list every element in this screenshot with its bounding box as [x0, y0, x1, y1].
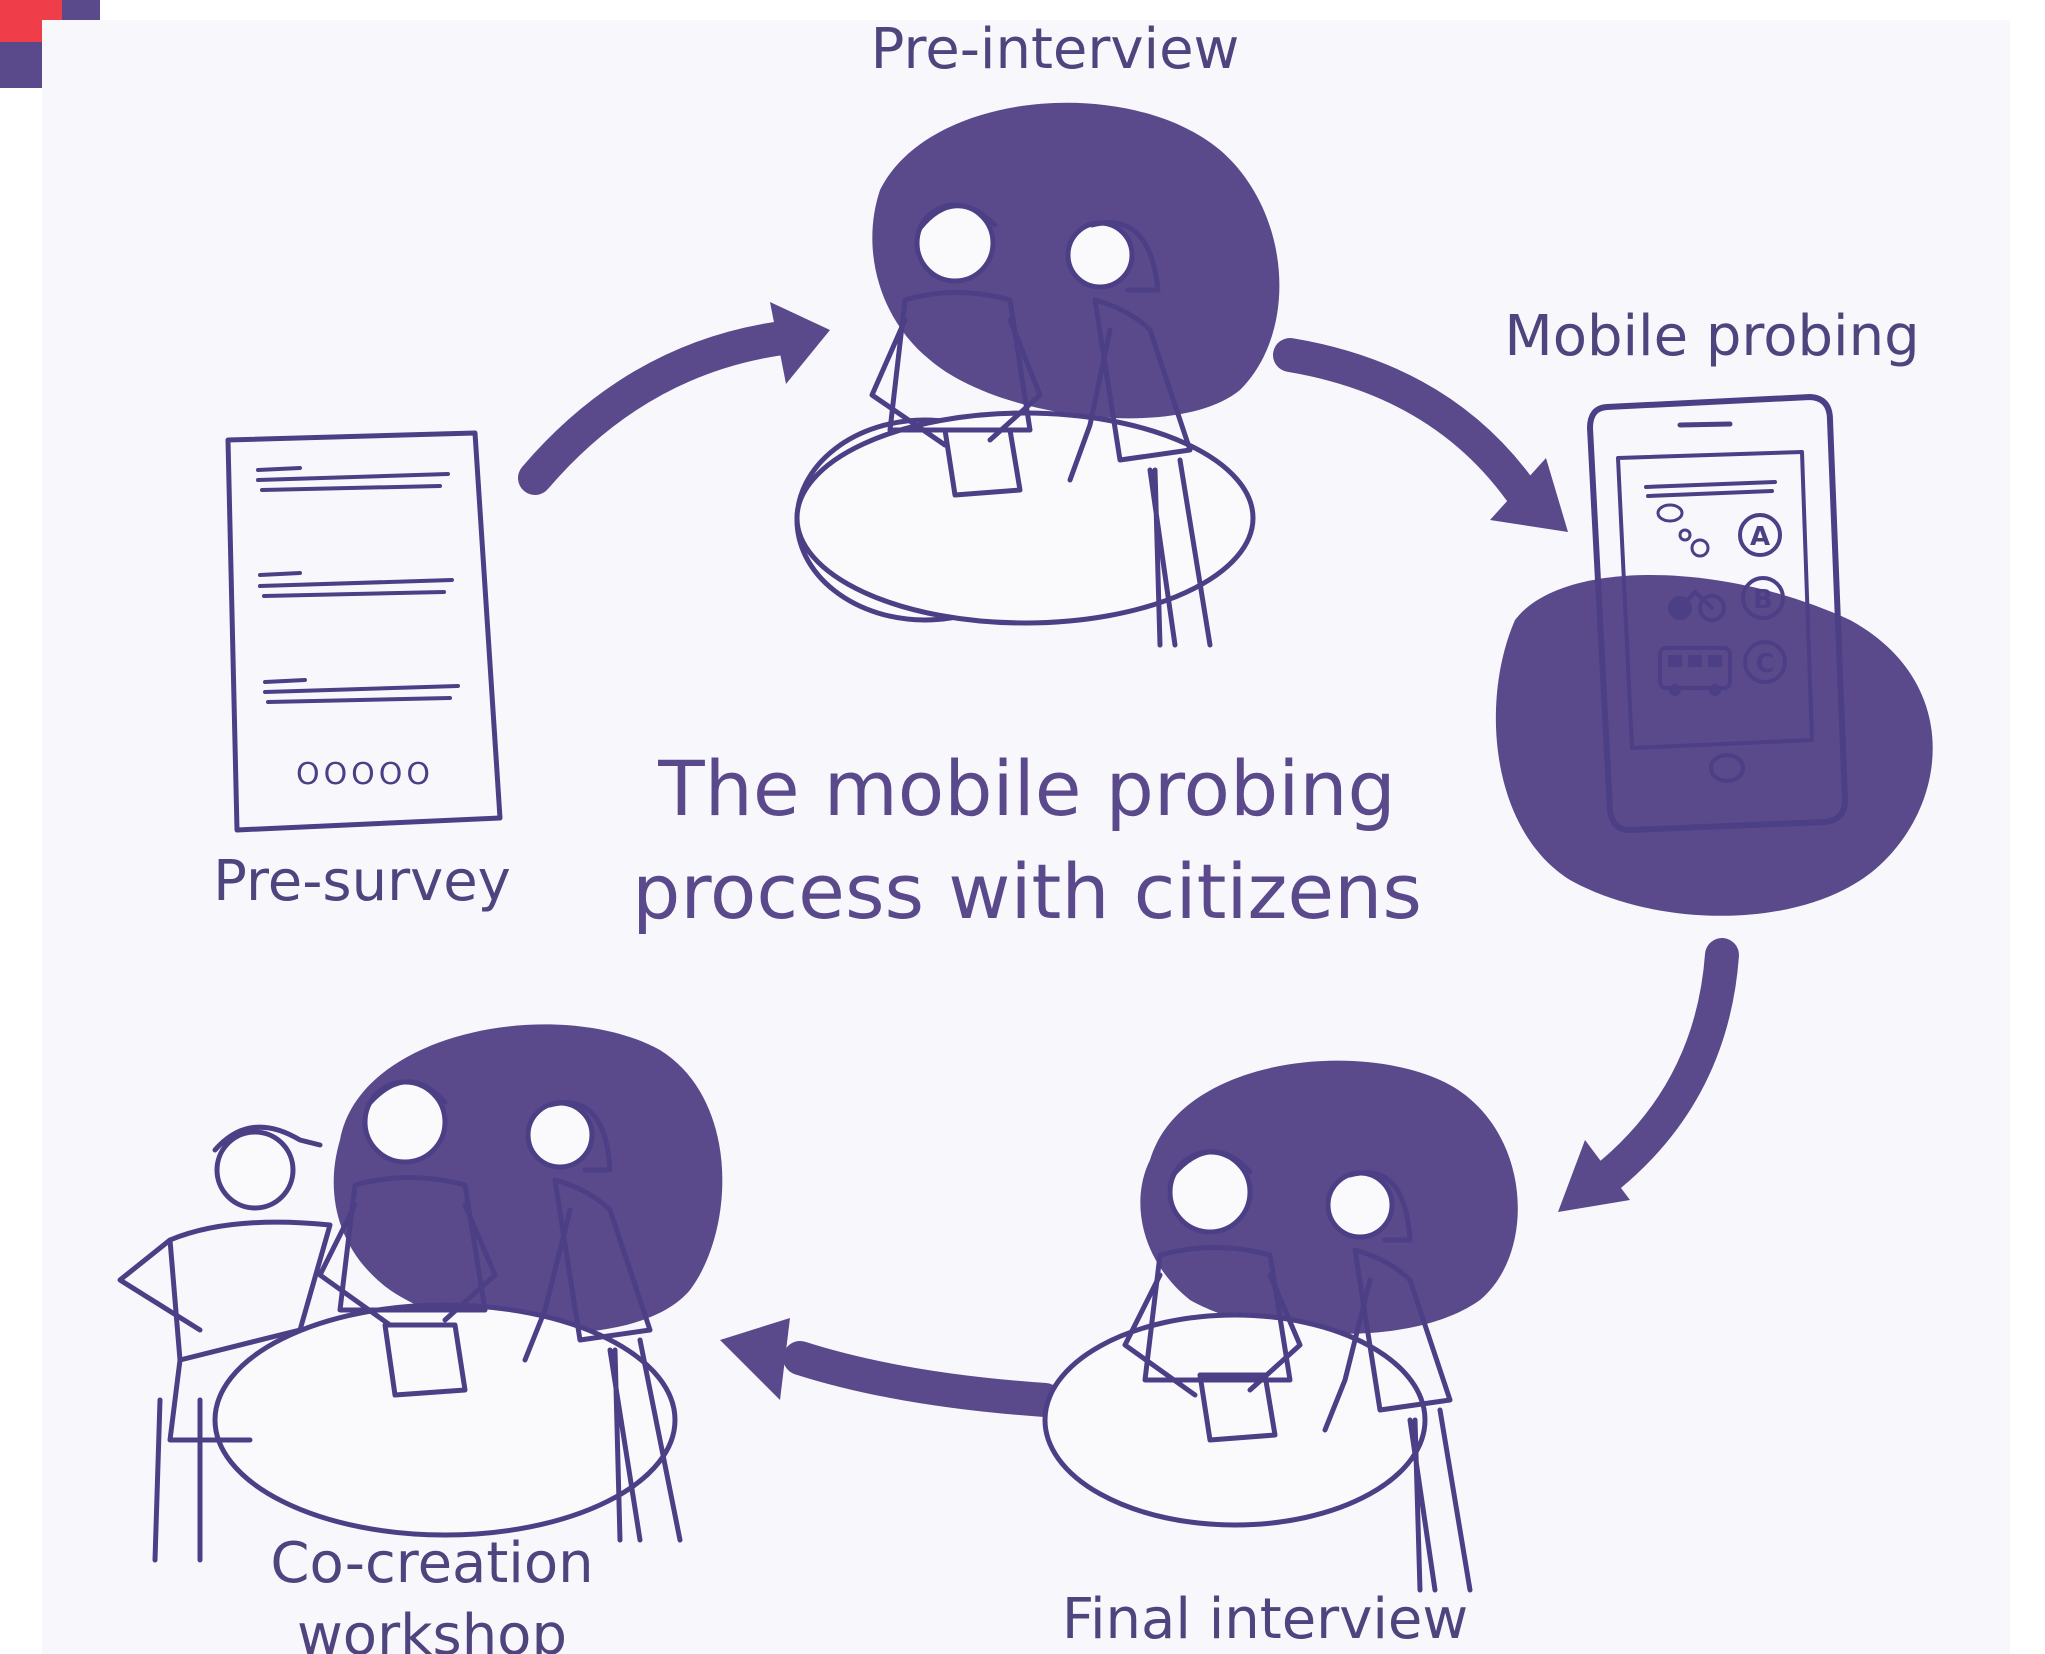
- mobile-probing-illustration: A B C: [1495, 394, 1933, 916]
- label-final-interview: Final interview: [1062, 1587, 1468, 1652]
- arrow-icon: [518, 302, 830, 495]
- option-b: B: [1741, 576, 1785, 620]
- diagram-title-line-1: The mobile probing: [657, 744, 1396, 833]
- label-co-creation-line-1: Co-creation: [270, 1531, 593, 1596]
- co-creation-illustration: [117, 1024, 723, 1563]
- bicycle-icon: [1668, 590, 1726, 622]
- arrow-icon: [720, 1318, 1062, 1417]
- final-interview-illustration: [1042, 1060, 1518, 1593]
- bus-icon: [1658, 646, 1732, 696]
- svg-text:C: C: [1755, 649, 1774, 679]
- svg-text:B: B: [1753, 585, 1773, 615]
- svg-text:A: A: [1750, 522, 1770, 552]
- label-mobile-probing: Mobile probing: [1504, 304, 1919, 369]
- option-a: A: [1738, 513, 1782, 557]
- survey-rating-marks: OOOOO: [296, 757, 434, 792]
- smartphone-icon: A B C: [1587, 394, 1848, 833]
- document-icon: OOOOO: [225, 430, 503, 833]
- label-co-creation-line-2: workshop: [297, 1603, 567, 1654]
- pre-interview-illustration: [794, 102, 1280, 648]
- diagram-title-line-2: process with citizens: [632, 847, 1422, 936]
- option-c: C: [1743, 640, 1787, 684]
- arrow-icon: [1558, 938, 1739, 1212]
- label-pre-interview: Pre-interview: [871, 17, 1240, 82]
- thought-bubble-icon: [1656, 503, 1710, 558]
- arrow-icon: [1273, 338, 1568, 532]
- label-pre-survey: Pre-survey: [213, 849, 511, 914]
